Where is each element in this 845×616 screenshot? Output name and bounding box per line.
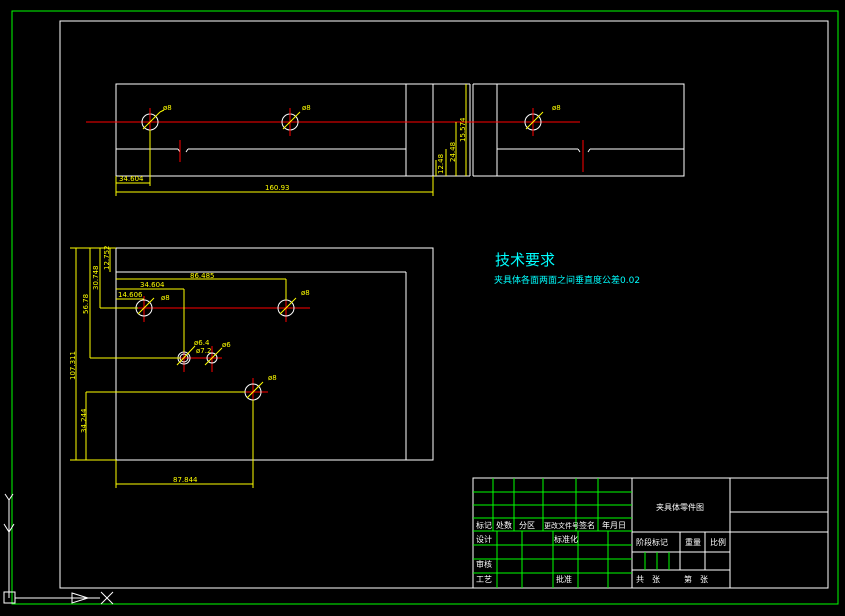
top-view-right-block: [496, 83, 685, 177]
label-weight: 重量: [685, 537, 701, 547]
row-label-mark: 标记: [476, 520, 492, 530]
top-dim-d2: 160.93: [265, 184, 290, 192]
front-hole-3: ø6.4 ø7.2: [176, 339, 211, 366]
top-hole-2: ø8: [281, 104, 311, 136]
requirements-line-1: 夹具体各面两面之间垂直度公差0.02: [494, 274, 640, 286]
front-horizontal-dims: 86.485 34.604 14.606 87.844: [115, 272, 287, 488]
top-dim-16093: 160.93: [116, 176, 434, 196]
front-view-body: [115, 247, 434, 461]
top-view-body: [115, 83, 434, 177]
top-dim-34604: 34.604: [115, 130, 151, 196]
row-label-zone: 分区: [519, 521, 535, 530]
label-review: 审核: [476, 559, 492, 569]
label-process: 工艺: [476, 575, 492, 584]
front-hole-6-label: ø8: [268, 374, 277, 382]
top-dim-d4: 24.48: [449, 142, 457, 162]
drawing-name: 夹具体零件图: [656, 502, 704, 512]
front-hole-3-label: ø6.4: [194, 339, 210, 347]
label-total-sheets: 共 张: [636, 575, 660, 584]
label-design: 设计: [476, 534, 492, 544]
inner-frame: [59, 20, 829, 589]
front-hole-2-label: ø8: [301, 289, 310, 297]
front-dim-h1: 34.604: [140, 281, 165, 289]
front-dim-v5: 34.244: [80, 408, 88, 433]
row-label-count: 处数: [496, 520, 512, 530]
top-dim-d3: 15.574: [459, 117, 467, 142]
ucs-axis-icon: [3, 493, 114, 605]
top-hole-1-label: ø8: [163, 104, 172, 112]
top-view: ø8 ø8 ø8 34.604 160.93: [86, 83, 685, 196]
front-dim-v3: 56.78: [82, 294, 90, 314]
row-label-change-doc: 更改文件号: [544, 521, 579, 530]
front-hole-2: ø8: [277, 289, 310, 317]
top-hole-1: ø8: [141, 104, 172, 136]
front-dim-h2: 86.485: [190, 272, 215, 280]
front-dim-v4: 107.311: [69, 351, 77, 380]
label-sheet-no: 第 张: [684, 574, 708, 584]
front-hole-5: ø6: [204, 341, 231, 366]
row-label-date: 年月日: [602, 520, 626, 530]
title-block: 夹具体零件图 标记 处数 分区 更改文件号 签名 年月日 设计 标准化 审核 工…: [472, 477, 829, 589]
front-hole-5-label: ø6: [222, 341, 231, 349]
top-vertical-dims: 15.574 24.48 12.48: [435, 84, 467, 176]
label-stage-mark: 阶段标记: [636, 537, 668, 547]
row-label-signature: 签名: [579, 520, 595, 530]
label-approve: 批准: [556, 574, 572, 584]
top-hole-3: ø8: [524, 104, 561, 136]
front-dim-v1: 12.752: [103, 246, 111, 271]
front-hole-4-label: ø7.2: [196, 347, 211, 355]
front-vertical-dims: 107.311 56.78 30.748 12.752 34.244: [69, 246, 245, 461]
top-hole-3-label: ø8: [552, 104, 561, 112]
requirements-title: 技术要求: [495, 251, 555, 269]
front-dim-h3: 14.606: [118, 291, 143, 299]
label-scale: 比例: [710, 537, 726, 547]
top-dim-d1: 34.604: [119, 175, 144, 183]
top-dim-d5: 12.48: [437, 154, 445, 174]
front-hole-6: ø8: [244, 374, 277, 401]
front-hole-1-label: ø8: [161, 294, 170, 302]
front-dim-v2: 30.748: [92, 266, 100, 291]
front-view: ø8 ø8 ø6.4 ø7.2 ø6 ø8: [69, 246, 434, 488]
label-standardize: 标准化: [554, 534, 578, 544]
front-dim-h4: 87.844: [173, 476, 198, 484]
top-hole-2-label: ø8: [302, 104, 311, 112]
outer-frame: [11, 10, 839, 605]
